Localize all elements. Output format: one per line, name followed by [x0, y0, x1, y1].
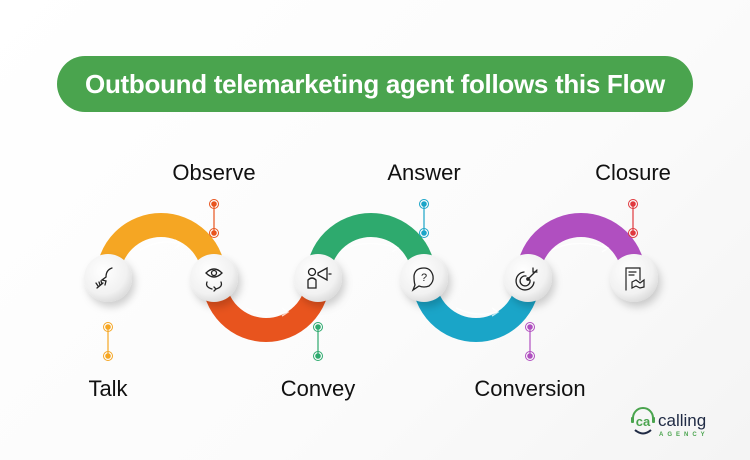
node-closure	[610, 254, 658, 302]
logo-mark-icon: ca calling AGENCY	[631, 407, 709, 438]
step-label-observe: Observe	[172, 160, 256, 185]
eye-rotate-icon	[205, 268, 223, 292]
step-label-convey: Convey	[280, 376, 356, 401]
hand-talk-icon	[95, 267, 113, 289]
node-conversion	[504, 254, 552, 302]
pin-observe	[209, 199, 219, 238]
svg-text:AGENCY: AGENCY	[659, 432, 709, 438]
step-label-answer: Answer	[387, 160, 461, 185]
contract-handshake-icon	[625, 267, 645, 291]
node-answer: ?	[400, 254, 448, 302]
calling-agency-logo: ca calling AGENCY	[628, 404, 738, 444]
target-arrow-icon	[515, 267, 538, 291]
pin-convey	[313, 322, 323, 361]
svg-text:?: ?	[421, 272, 427, 284]
node-convey	[294, 254, 342, 302]
title-banner: Outbound telemarketing agent follows thi…	[57, 56, 693, 112]
question-bubble-icon: ?	[411, 267, 434, 292]
step-label-conversion: Conversion	[474, 376, 586, 401]
pin-conversion	[525, 322, 535, 361]
svg-text:ca: ca	[636, 414, 651, 429]
pin-answer	[419, 199, 429, 238]
title-text: Outbound telemarketing agent follows thi…	[85, 68, 665, 99]
svg-text:calling: calling	[658, 411, 706, 430]
step-label-closure: Closure	[595, 160, 671, 185]
pin-closure	[628, 199, 638, 238]
step-label-talk: Talk	[88, 376, 128, 401]
node-talk	[84, 254, 132, 302]
person-megaphone-icon	[307, 266, 332, 289]
node-observe	[190, 254, 238, 302]
pin-talk	[103, 322, 113, 361]
